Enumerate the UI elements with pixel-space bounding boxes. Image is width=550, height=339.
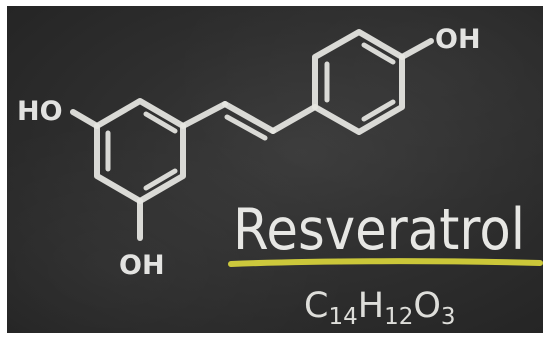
left-ring-double-bond-3 [143, 168, 178, 191]
left-ring-double-bond-2 [143, 111, 178, 134]
ho-left-bond [70, 109, 100, 129]
oh-top-right-label: OH [435, 24, 481, 55]
right-ring-double-bond-2 [361, 42, 396, 65]
vinylene-bridge [180, 101, 318, 141]
left-benzene-ring [94, 98, 186, 204]
bridge-bond-1 [180, 101, 228, 129]
formula-carbon-count: 14 [328, 304, 357, 330]
oh-top-right-bond [399, 38, 434, 60]
oh-bottom-label: OH [119, 250, 165, 281]
formula-oxygen-count: 3 [441, 304, 456, 330]
bridge-double-bond-inner [224, 114, 268, 141]
right-ring-double-bond-3 [361, 99, 396, 122]
name-underline [228, 258, 543, 267]
molecular-formula: C14H12O3 [304, 286, 456, 330]
right-benzene-ring [312, 29, 405, 135]
chalkboard: OH HO OH Resveratrol C14H12O3 [7, 6, 543, 333]
formula-hydrogen-count: 12 [384, 304, 413, 330]
resveratrol-structure-diagram: OH HO OH Resveratrol C14H12O3 [17, 24, 543, 330]
formula-hydrogen: H [358, 286, 384, 326]
compound-name: Resveratrol [233, 197, 525, 263]
formula-oxygen: O [413, 286, 441, 326]
bridge-bond-2 [270, 104, 318, 134]
ho-left-label: HO [17, 96, 63, 127]
bridge-double-bond-outer [222, 101, 276, 134]
formula-carbon: C [304, 286, 328, 326]
